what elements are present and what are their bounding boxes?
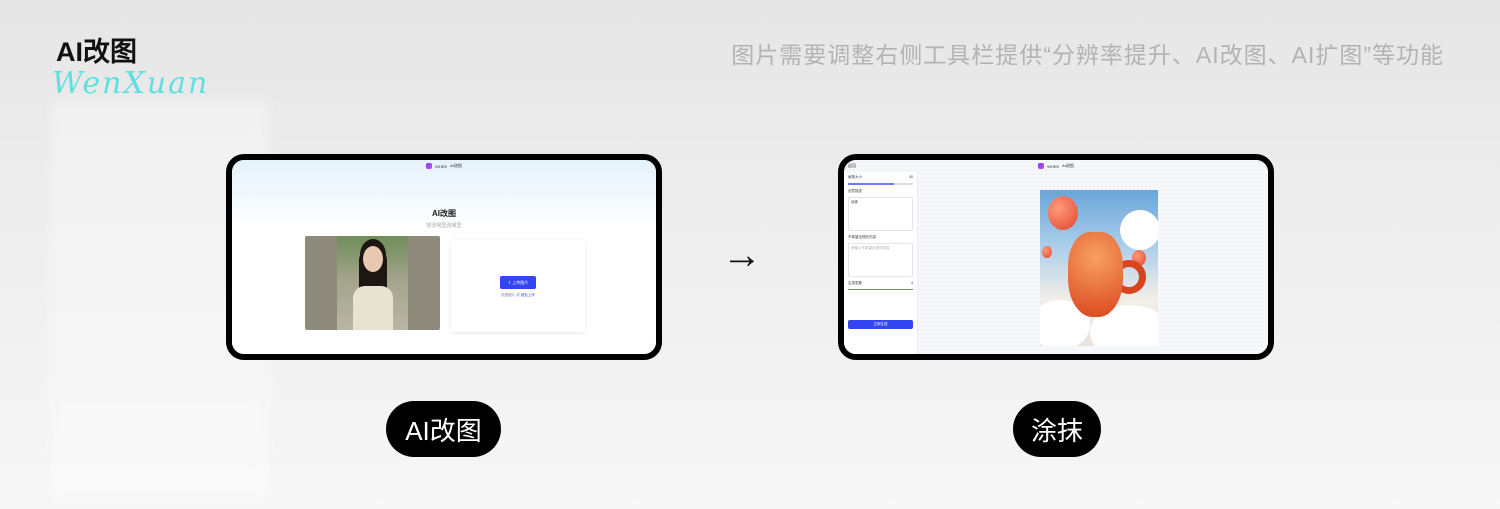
upload-button[interactable]: ⇪ 上传图片 <box>500 276 536 289</box>
app-logo-icon <box>426 163 433 169</box>
caption-smear: 涂抹 <box>1013 401 1101 457</box>
caption-ai-edit: AI改图 <box>386 401 501 457</box>
device-ai-edit: WHEE AI改图 AI改图 想改哪里改哪里 ⇪ 上传图片 拖拽图片 或 粘贴上… <box>226 154 662 360</box>
brand-signature: WenXuan <box>52 66 210 101</box>
brush-size-input[interactable]: 30 <box>909 175 913 179</box>
upload-hint: 拖拽图片 或 粘贴上传 <box>501 293 535 297</box>
negative-label: 不希望出现的内容 <box>848 234 876 239</box>
headline: 图片需要调整右侧工具栏提供“分辨率提升、AI改图、AI扩图”等功能 <box>731 42 1444 68</box>
page-name: AI改图 <box>1062 163 1074 168</box>
upload-card[interactable]: ⇪ 上传图片 拖拽图片 或 粘贴上传 <box>451 240 585 332</box>
brand-title: AI改图 <box>56 37 137 67</box>
page-subtitle: 想改哪里改哪里 <box>426 223 462 229</box>
brush-size-label: 画笔大小 <box>848 175 862 179</box>
app-logo-icon <box>1038 163 1045 169</box>
page-name: AI改图 <box>450 163 462 168</box>
brush-size-slider[interactable] <box>848 183 913 185</box>
prompt-input[interactable]: 涂抹 <box>848 196 913 231</box>
prompt-label: 创意描述 <box>848 188 862 193</box>
page-title: AI改图 <box>432 209 456 218</box>
back-button[interactable]: 返回 <box>848 163 856 168</box>
count-slider[interactable] <box>848 288 913 290</box>
app-name: WHEE <box>435 163 448 169</box>
tool-panel: 画笔大小 30 创意描述 涂抹 不希望出现的内容 请输入不希望出现的内容 生成张数… <box>844 172 918 354</box>
app-name: WHEE <box>1047 163 1060 169</box>
topbar: 返回 WHEE AI改图 <box>844 160 1268 172</box>
sample-photo[interactable] <box>305 236 440 330</box>
device-smear: 返回 WHEE AI改图 画笔大小 30 创意描述 涂抹 不希望出现的内容 请输入… <box>838 154 1274 360</box>
paste-upload-link[interactable]: 粘贴上传 <box>520 293 535 297</box>
topbar: WHEE AI改图 <box>232 160 656 172</box>
count-label: 生成张数 <box>848 280 862 285</box>
count-input[interactable]: 4 <box>911 280 913 285</box>
generate-button[interactable]: 立即生成 <box>848 320 913 329</box>
negative-input[interactable]: 请输入不希望出现的内容 <box>848 242 913 277</box>
dragon-image <box>1040 190 1158 346</box>
arrow-right-icon: → <box>722 233 762 277</box>
